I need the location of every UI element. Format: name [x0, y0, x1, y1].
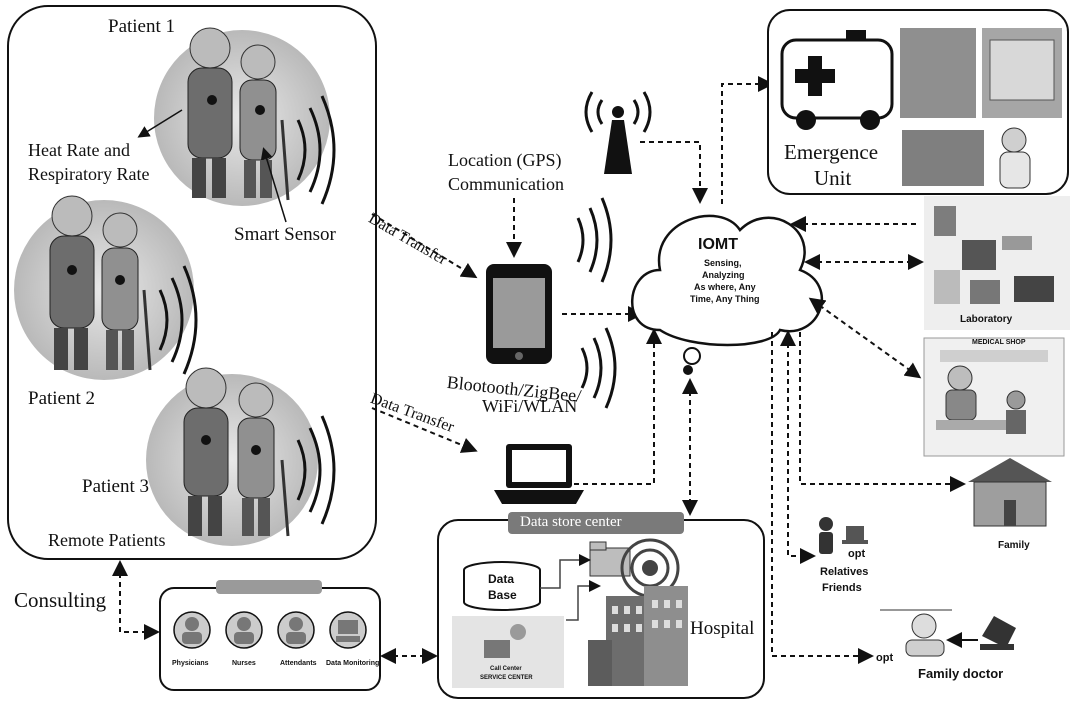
emergency-photo-1: [900, 28, 976, 118]
role-data-monitoring-label: Data Monitoring: [326, 660, 380, 667]
gps-label-line1: Location (GPS): [448, 150, 562, 170]
consulting-panel-header: [216, 580, 322, 594]
smartphone-icon: [486, 264, 552, 364]
iomt-to-emergency-arrow: [721, 76, 774, 204]
smart-sensor-label: Smart Sensor: [234, 224, 336, 245]
laptop-to-iomt-arrow: [574, 328, 662, 485]
iomt-family-doctor-arrow: [771, 332, 874, 664]
laboratory-equipment-icon: [934, 206, 1054, 304]
patient-2-signal-icon: [158, 265, 198, 375]
patient-3-signal-icon: [296, 415, 336, 525]
family-house-icon: [968, 458, 1052, 527]
antenna-tower-icon: [584, 91, 652, 174]
iomt-text-line1: Sensing,: [704, 258, 742, 268]
callcenter-to-folder-line: [566, 580, 601, 621]
patient-2-figure: [14, 195, 194, 380]
iomt-text-line4: Time, Any Thing: [690, 294, 760, 304]
data-store-title-bg: [508, 512, 684, 534]
emergency-label-line1: Emergence: [784, 140, 879, 164]
wireless-label-line2: WiFi/WLAN: [482, 396, 578, 416]
smart-sensor-pointer: [260, 147, 287, 223]
family-doctor-label: Family doctor: [918, 666, 1004, 681]
heart-rate-label-line2: Respiratory Rate: [28, 164, 150, 184]
gps-label-line2: Communication: [448, 174, 564, 194]
doctor-laptop-icon: [980, 616, 1016, 650]
iomt-relatives-arrow: [780, 330, 816, 564]
ambulance-icon: [780, 30, 894, 130]
relatives-label-line1: Relatives: [820, 566, 869, 578]
iomt-title: IOMT: [698, 236, 738, 253]
pharmacist-icon: [936, 365, 1026, 434]
role-physicians-label: Physicians: [172, 660, 209, 667]
tower-to-iomt-arrow: [640, 141, 708, 204]
call-center-label-line1: Call Center: [490, 666, 522, 672]
medical-shop-label: MEDICAL SHOP: [972, 339, 1026, 346]
db-to-folder-line: [540, 554, 591, 589]
attendant-icon: [277, 611, 315, 649]
data-transfer-arrow-top: [371, 213, 478, 279]
family-label: Family: [998, 540, 1030, 551]
laboratory-label: Laboratory: [960, 314, 1013, 325]
emergency-label-line2: Unit: [814, 166, 852, 190]
remote-patients-label: Remote Patients: [48, 530, 166, 550]
database-label-line1: Data: [488, 572, 515, 586]
consulting-arrow: [112, 560, 160, 640]
call-center-label-line2: SERVICE CENTER: [480, 675, 533, 681]
database-label-line2: Base: [488, 588, 517, 602]
hospital-building-icon: [588, 538, 688, 686]
relatives-label-line2: Friends: [822, 582, 862, 594]
patient-1-label: Patient 1: [108, 16, 176, 37]
heart-rate-pointer: [137, 109, 183, 138]
iomt-text-line2: Analyzing: [702, 270, 745, 280]
patient-3-label: Patient 3: [82, 476, 150, 497]
role-attendants-label: Attendants: [280, 660, 317, 667]
patient-1-figure: [154, 27, 330, 206]
call-center-operator-icon: [484, 624, 526, 658]
nurse-icon: [999, 127, 1031, 189]
family-doctor-opt-label: opt: [876, 652, 894, 664]
patient-1-signal-icon: [296, 95, 336, 205]
database-icon: [463, 561, 541, 611]
nurse-avatar-icon: [225, 611, 263, 649]
emergency-photo-3: [902, 130, 984, 186]
physician-icon: [173, 611, 211, 649]
data-transfer-arrow-bottom: [371, 407, 478, 453]
phone-signal-icon: [576, 197, 617, 409]
iomt-text-line3: As where, Any: [694, 282, 756, 292]
role-nurses-label: Nurses: [232, 660, 256, 667]
data-monitoring-icon: [329, 611, 367, 649]
iomt-medical-shop-arrow: [808, 297, 922, 379]
relatives-opt-label: opt: [848, 548, 866, 560]
iomt-cloud: [631, 214, 823, 375]
patient-3-figure: [146, 367, 318, 546]
relatives-icon: [819, 517, 868, 554]
laptop-icon: [494, 444, 584, 504]
family-doctor-icon: [880, 609, 952, 657]
patient-2-label: Patient 2: [28, 388, 96, 409]
consulting-label: Consulting: [14, 588, 107, 612]
heart-rate-label-line1: Heat Rate and: [28, 140, 130, 160]
hospital-label: Hospital: [690, 618, 755, 639]
data-store-center-title: Data store center: [520, 514, 622, 530]
